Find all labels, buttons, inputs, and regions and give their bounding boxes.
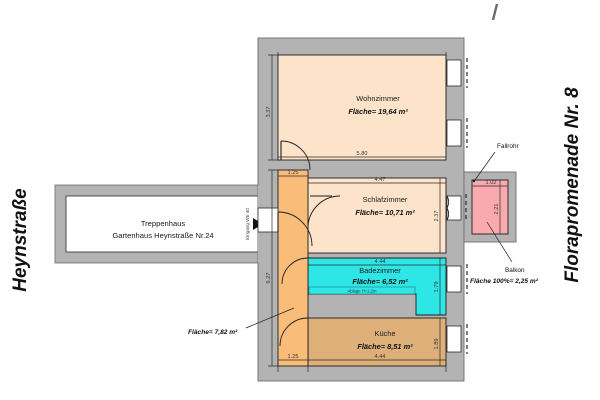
dim-wohnzimmer-width: 5.80 [357, 151, 368, 157]
annotation-fallrohr-dot [472, 179, 476, 183]
street-label-left-text: Heynstraße [10, 188, 31, 292]
room-flur [277, 169, 309, 367]
room-balkon [471, 179, 509, 235]
dim-wohnzimmer-height: 3.37 [266, 107, 272, 118]
room-wohnzimmer: Wohnzimmer Fläche= 19,64 m² [277, 54, 447, 161]
annotation-fallrohr-leader [474, 151, 496, 181]
door-badezimmer-swing [281, 257, 309, 285]
room-kueche-name: Küche [375, 329, 396, 338]
dim-ticks-top [277, 52, 447, 58]
stairwell-label-line1: Treppenhaus [141, 219, 186, 228]
door-schlafzimmer-swing [307, 195, 341, 229]
dim-badezimmer-height: 1.79 [434, 282, 440, 293]
room-balkon-shape [471, 179, 509, 235]
room-kueche-area: Fläche= 8,51 m² [357, 342, 413, 351]
annotation-flur-area: Fläche= 7,82 m² [188, 329, 238, 336]
street-label-right: Florapromenade Nr. 8 [562, 87, 583, 283]
dim-schlafzimmer-width: 4.47 [375, 177, 386, 183]
room-badezimmer-name: Badezimmer [359, 266, 401, 275]
entrance-opening [257, 207, 279, 233]
room-flur-shape [277, 169, 309, 367]
annotation-flur-leader [245, 307, 295, 329]
windows-group [257, 58, 468, 354]
dim-ticks-flur-h [268, 169, 278, 367]
bathroom-shelf-fixture [308, 286, 416, 295]
room-schlafzimmer-area: Fläche= 10,71 m² [355, 208, 415, 217]
dim-flur-height: 6.27 [266, 273, 272, 284]
dim-flur-width-bottom: 1.25 [288, 354, 299, 360]
annotation-balkon-area: Fläche 100%= 2,25 m² [470, 278, 539, 285]
annotations-group: Fallrohr Balkon Fläche 100%= 2,25 m² Flä… [188, 143, 539, 336]
entry-label: Eingang WE 40 [245, 208, 250, 240]
dim-badezimmer-width: 4.44 [375, 259, 386, 265]
annotation-balkon-name: Balkon [505, 267, 525, 274]
window-wohnzimmer-2 [446, 119, 462, 147]
door-schlafzimmer-balcony-swing-lower [446, 207, 449, 221]
window-badezimmer [446, 265, 462, 293]
dim-ticks-bottom [277, 363, 447, 372]
room-kueche: Küche Fläche= 8,51 m² [307, 317, 447, 367]
street-label-left: Heynstraße [10, 188, 31, 292]
door-schlafzimmer-balcony-swing-upper [446, 195, 449, 209]
dim-kueche-width: 4.44 [375, 354, 386, 360]
annotation-fallrohr: Fallrohr [497, 143, 520, 150]
door-kueche-swing [279, 317, 309, 347]
dim-kueche-height: 1.89 [434, 339, 440, 350]
room-badezimmer-area: Fläche= 6,52 m² [352, 277, 408, 286]
dim-schlafzimmer-height: 2.37 [434, 211, 440, 222]
north-tick-mark [491, 3, 499, 21]
doors-group [277, 140, 341, 347]
street-label-right-text: Florapromenade Nr. 8 [562, 87, 583, 283]
window-wohnzimmer-1 [446, 59, 462, 87]
room-schlafzimmer: Schlafzimmer Fläche= 10,71 m² [307, 177, 447, 254]
door-schlafzimmer-balcony [446, 195, 462, 221]
stairwell-room [65, 195, 262, 253]
dim-balkon-height: 2.21 [494, 204, 500, 215]
room-wohnzimmer-name: Wohnzimmer [356, 94, 400, 103]
room-wohnzimmer-shape [277, 54, 447, 161]
dim-balkon-width: 1.02 [486, 180, 497, 186]
dim-ticks-wohnzimmer-h [268, 54, 278, 161]
stairwell-block: Treppenhaus Gartenhaus Heynstraße Nr.24 … [54, 184, 266, 264]
room-schlafzimmer-name: Schlafzimmer [363, 195, 408, 204]
stairwell-label-line2: Gartenhaus Heynstraße Nr.24 [112, 231, 213, 240]
bathroom-shelf-label: Ablage H=1,2m [348, 288, 377, 293]
dim-flur-width-top: 1.25 [288, 170, 299, 176]
room-kueche-shape [307, 317, 447, 367]
room-wohnzimmer-area: Fläche= 19,64 m² [348, 107, 408, 116]
door-entrance-swing [277, 211, 313, 247]
annotation-balkon-leader [486, 221, 513, 263]
window-kueche [446, 325, 462, 353]
dimensions-group: 5.80 3.37 1.25 1.25 6.27 4.47 2.37 4.44 [266, 52, 508, 372]
room-schlafzimmer-shape [307, 177, 447, 254]
door-wohnzimmer-swing [280, 140, 311, 171]
